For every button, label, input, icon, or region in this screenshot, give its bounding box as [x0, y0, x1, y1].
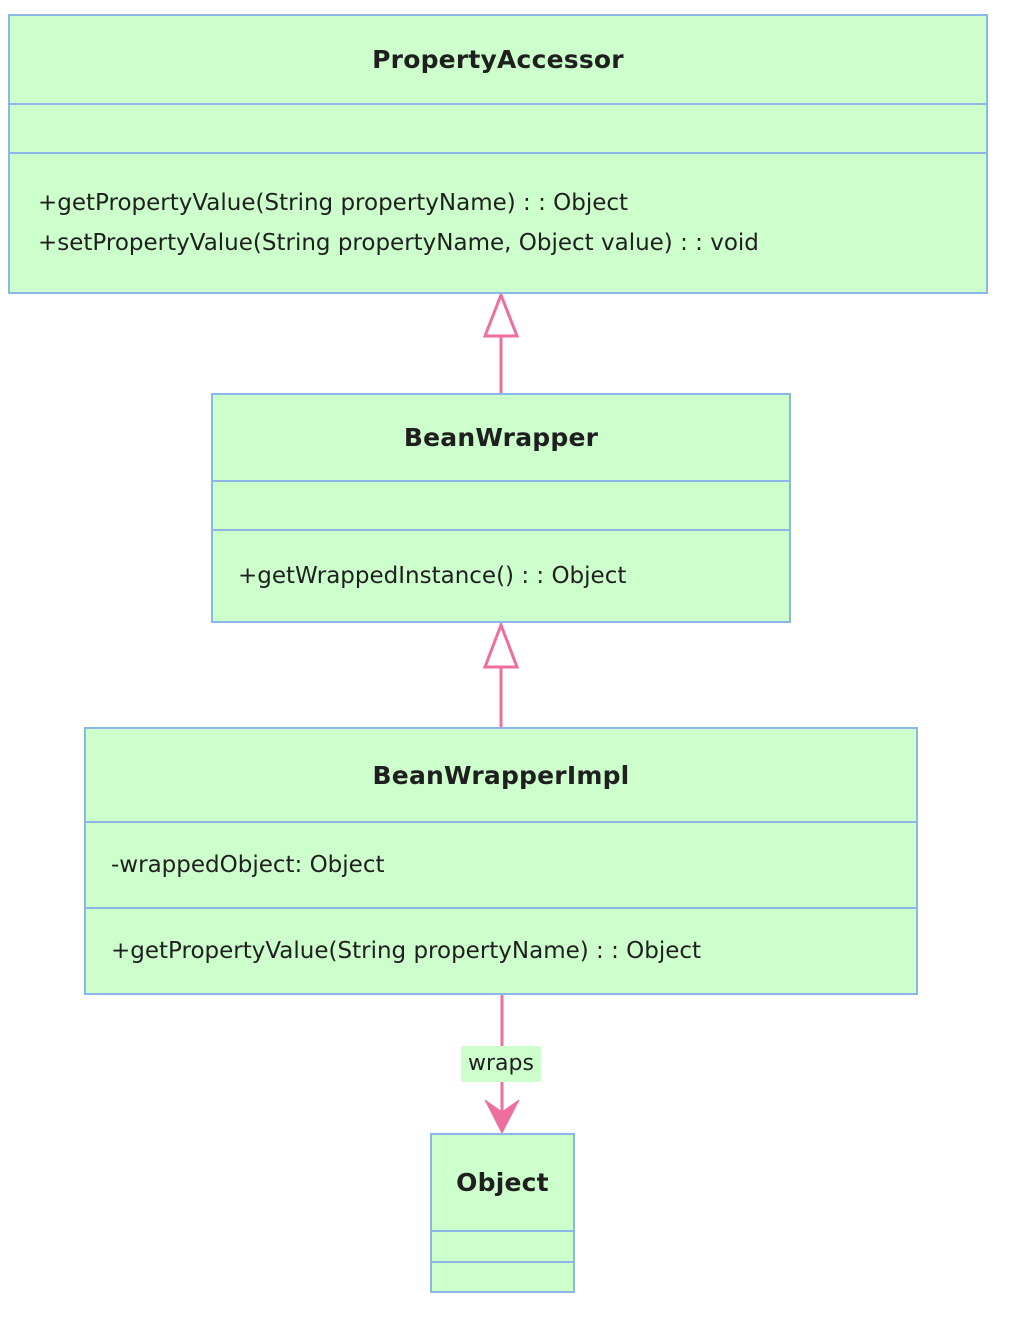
class-attribute-item: -wrappedObject: Object	[111, 852, 385, 878]
relationship-inheritance-bean-wrapper-to-property-accessor	[482, 290, 520, 393]
class-name-label: BeanWrapperImpl	[372, 760, 630, 790]
uml-class-object[interactable]: Object	[430, 1133, 575, 1293]
class-attributes-compartment: -wrappedObject: Object	[86, 821, 916, 907]
class-method-item: +getWrappedInstance() : : Object	[238, 563, 627, 589]
uml-class-property-accessor[interactable]: PropertyAccessor +getPropertyValue(Strin…	[8, 14, 988, 294]
class-name-label: PropertyAccessor	[372, 45, 624, 74]
class-method-item: +getPropertyValue(String propertyName) :…	[38, 190, 629, 216]
class-attributes-compartment	[432, 1230, 573, 1261]
class-methods-compartment: +getPropertyValue(String propertyName) :…	[10, 152, 986, 292]
class-method-item: +setPropertyValue(String propertyName, O…	[38, 230, 759, 256]
class-method-item: +getPropertyValue(String propertyName) :…	[111, 938, 702, 964]
class-attributes-compartment	[10, 103, 986, 152]
class-attributes-compartment	[213, 480, 789, 529]
uml-class-bean-wrapper[interactable]: BeanWrapper +getWrappedInstance() : : Ob…	[211, 393, 791, 623]
uml-class-bean-wrapper-impl[interactable]: BeanWrapperImpl -wrappedObject: Object +…	[84, 727, 918, 995]
relationship-inheritance-bean-wrapper-impl-to-bean-wrapper	[482, 620, 520, 727]
open-arrowhead-icon	[484, 1099, 520, 1135]
relationship-label-wraps: wraps	[461, 1046, 541, 1082]
class-title-compartment: BeanWrapper	[213, 395, 789, 480]
class-title-compartment: Object	[432, 1135, 573, 1230]
hollow-triangle-arrowhead-icon	[482, 620, 520, 669]
class-methods-compartment: +getWrappedInstance() : : Object	[213, 529, 789, 621]
class-title-compartment: PropertyAccessor	[10, 16, 986, 103]
class-title-compartment: BeanWrapperImpl	[86, 729, 916, 821]
hollow-triangle-arrowhead-icon	[482, 290, 520, 338]
class-methods-compartment	[432, 1261, 573, 1291]
class-name-label: BeanWrapper	[403, 423, 599, 452]
class-methods-compartment: +getPropertyValue(String propertyName) :…	[86, 907, 916, 993]
class-name-label: Object	[456, 1168, 549, 1197]
